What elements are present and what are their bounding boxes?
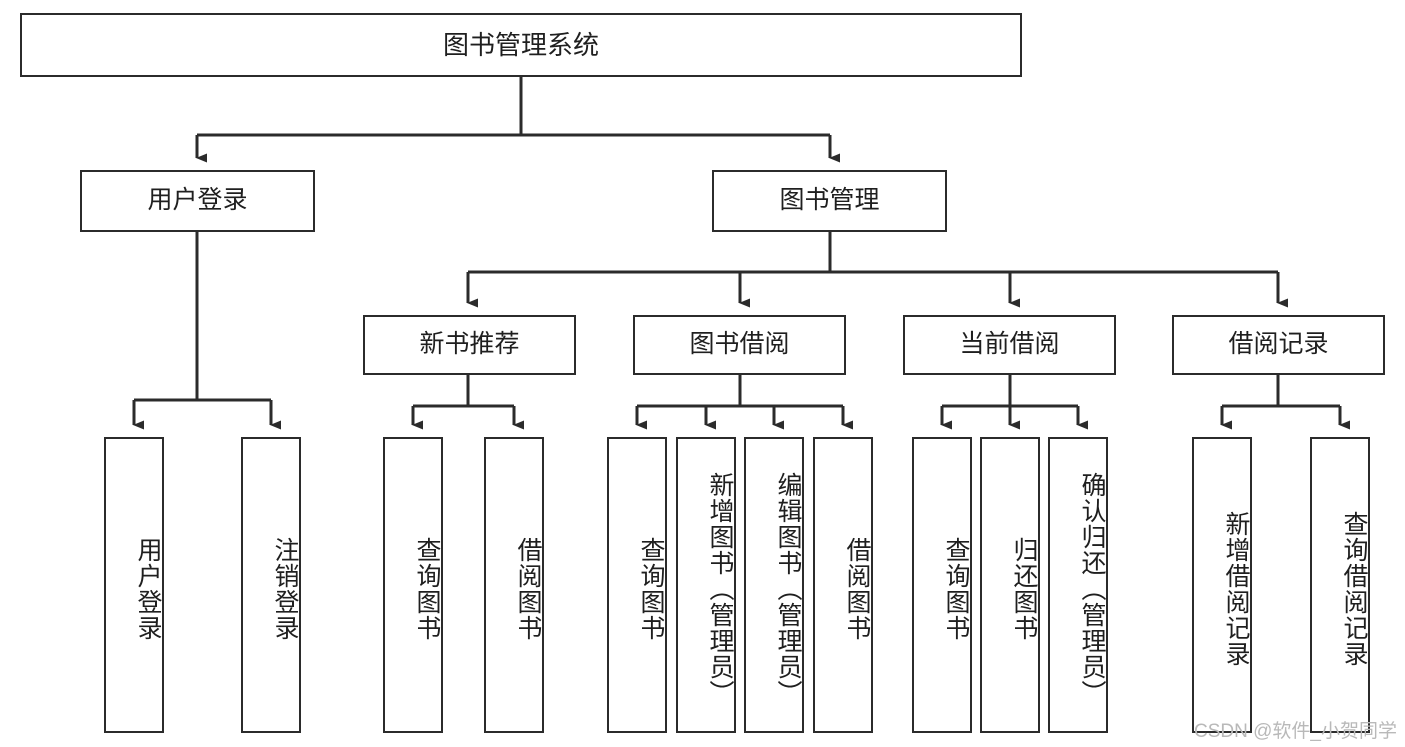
- node-current-borrow-label: 当前借阅: [959, 330, 1060, 359]
- leaf-logout-login[interactable]: 注销登录: [241, 437, 301, 733]
- leaf-return-book-label: 归还图书: [1010, 537, 1038, 641]
- leaf-query-record-label: 查询借阅记录: [1340, 511, 1368, 667]
- leaf-confirm-return[interactable]: 确认归还（管理员）: [1048, 437, 1108, 733]
- node-borrow-record[interactable]: 借阅记录: [1172, 315, 1385, 375]
- leaf-borrow-book-1[interactable]: 借阅图书: [484, 437, 544, 733]
- leaf-query-book-2[interactable]: 查询图书: [607, 437, 667, 733]
- leaf-add-record-label: 新增借阅记录: [1222, 511, 1250, 667]
- leaf-query-book-3-label: 查询图书: [942, 537, 970, 641]
- leaf-edit-book[interactable]: 编辑图书（管理员）: [744, 437, 804, 733]
- leaf-add-book[interactable]: 新增图书（管理员）: [676, 437, 736, 733]
- node-user-login[interactable]: 用户登录: [80, 170, 315, 232]
- leaf-edit-book-label: 编辑图书（管理员）: [774, 472, 802, 706]
- node-borrow-record-label: 借阅记录: [1228, 330, 1329, 359]
- node-root-label: 图书管理系统: [442, 29, 599, 60]
- leaf-query-book-2-label: 查询图书: [637, 537, 665, 641]
- leaf-query-book-1[interactable]: 查询图书: [383, 437, 443, 733]
- node-current-borrow[interactable]: 当前借阅: [903, 315, 1116, 375]
- leaf-query-record[interactable]: 查询借阅记录: [1310, 437, 1370, 733]
- node-user-login-label: 用户登录: [147, 186, 248, 215]
- leaf-logout-login-label: 注销登录: [271, 537, 299, 641]
- leaf-add-book-label: 新增图书（管理员）: [706, 472, 734, 706]
- node-book-borrow[interactable]: 图书借阅: [633, 315, 846, 375]
- node-new-book-recommend-label: 新书推荐: [419, 330, 520, 359]
- csdn-watermark: CSDN @软件_小贺同学: [1194, 721, 1397, 742]
- leaf-return-book[interactable]: 归还图书: [980, 437, 1040, 733]
- leaf-add-record[interactable]: 新增借阅记录: [1192, 437, 1252, 733]
- leaf-borrow-book-2-label: 借阅图书: [843, 537, 871, 641]
- node-book-manage-label: 图书管理: [779, 186, 880, 215]
- leaf-query-book-1-label: 查询图书: [413, 537, 441, 641]
- leaf-borrow-book-1-label: 借阅图书: [514, 537, 542, 641]
- node-root[interactable]: 图书管理系统: [20, 13, 1022, 77]
- node-book-manage[interactable]: 图书管理: [712, 170, 947, 232]
- leaf-confirm-return-label: 确认归还（管理员）: [1078, 472, 1106, 706]
- leaf-user-login[interactable]: 用户登录: [104, 437, 164, 733]
- leaf-query-book-3[interactable]: 查询图书: [912, 437, 972, 733]
- node-new-book-recommend[interactable]: 新书推荐: [363, 315, 576, 375]
- node-book-borrow-label: 图书借阅: [689, 330, 790, 359]
- leaf-user-login-label: 用户登录: [134, 537, 162, 641]
- leaf-borrow-book-2[interactable]: 借阅图书: [813, 437, 873, 733]
